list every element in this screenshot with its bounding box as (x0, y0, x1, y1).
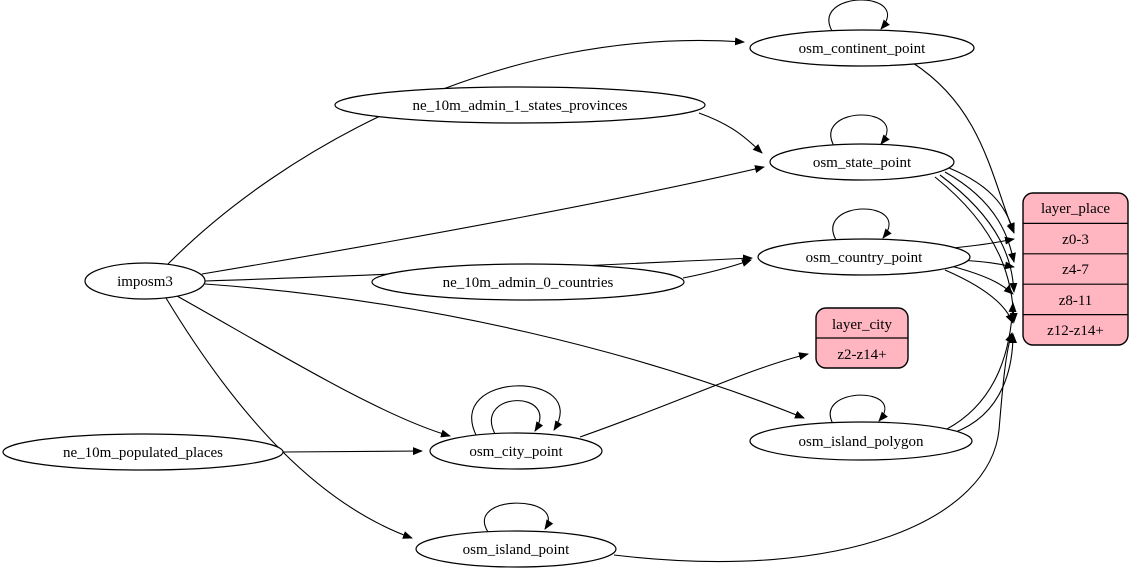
node-osm_continent_point: osm_continent_point (749, 29, 975, 67)
node-layer_place: layer_place z0-3 z4-7 z8-11 z12-z14+ (1022, 192, 1129, 346)
edge-ne_10m_admin_0_countries-osm_country_point (682, 259, 752, 279)
node-osm_island_polygon-label: osm_island_polygon (798, 434, 924, 450)
node-osm_state_point-shape (769, 143, 955, 181)
edge-osm_island_polygon-self (829, 394, 888, 425)
node-osm_island_polygon: osm_island_polygon (749, 421, 973, 461)
edge-ne_10m_populated_places-osm_city_point (282, 447, 423, 456)
node-osm_city_point-shape (429, 432, 603, 470)
edge-group (165, 0, 1018, 562)
edge-osm_city_point-layer_city-z2 (579, 352, 809, 438)
node-layer_place-row-z4_7: z4-7 (1062, 262, 1089, 278)
edge-osm_island_point-layer_place-z12_z14 (613, 332, 1013, 562)
node-layer_city-title: layer_city (832, 317, 892, 333)
node-ne_10m_populated_places-label: ne_10m_populated_places (63, 445, 223, 461)
node-osm_continent_point-label: osm_continent_point (799, 41, 926, 57)
node-osm_continent_point-shape (749, 29, 975, 67)
node-osm_state_point: osm_state_point (769, 143, 955, 181)
node-layer_place-row-z0_3: z0-3 (1062, 232, 1089, 248)
node-ne_10m_populated_places: ne_10m_populated_places (2, 433, 284, 471)
node-osm_country_point-label: osm_country_point (806, 250, 923, 266)
edge-imposm3-osm_state_point (201, 165, 765, 275)
node-ne_10m_admin_0_countries-label: ne_10m_admin_0_countries (443, 275, 614, 291)
edge-imposm3-osm_island_polygon (204, 283, 805, 419)
edge-imposm3-osm_city_point (176, 295, 451, 438)
edge-osm_city_point-self-inner (491, 400, 544, 435)
node-osm_island_point-shape (415, 530, 617, 568)
edge-osm_country_point-layer_place-z8_11 (950, 265, 1014, 295)
node-layer_city-row-z2: z2-z14+ (837, 347, 886, 363)
node-ne_10m_admin_1_states_provinces-label: ne_10m_admin_1_states_provinces (413, 98, 628, 114)
node-ne_10m_admin_0_countries-shape (371, 263, 685, 301)
node-ne_10m_admin_1_states_provinces: ne_10m_admin_1_states_provinces (334, 86, 706, 124)
node-osm_state_point-label: osm_state_point (813, 155, 912, 171)
node-layer_city: layer_city z2-z14+ (815, 307, 909, 369)
edge-osm_continent_point-self (828, 0, 890, 32)
node-osm_country_point-shape (757, 238, 971, 276)
edge-osm_island_point-self (484, 502, 554, 533)
node-osm_island_polygon-shape (749, 421, 973, 461)
node-imposm3: imposm3 (84, 262, 206, 300)
edge-osm_island_polygon-layer_place-z8_11 (946, 302, 1017, 430)
node-osm_country_point: osm_country_point (757, 238, 971, 276)
node-osm_island_point: osm_island_point (415, 530, 617, 568)
edge-osm_island_polygon-layer_place-z12_z14 (952, 333, 1017, 434)
edge-osm_state_point-layer_place-z4_7 (944, 171, 1016, 263)
edge-osm_country_point-layer_place-z0_3 (952, 236, 1015, 249)
node-layer_place-row-z12_z14: z12-z14+ (1047, 323, 1104, 339)
edge-imposm3-osm_island_point (165, 297, 413, 539)
node-imposm3-label: imposm3 (117, 274, 173, 290)
node-ne_10m_admin_1_states_provinces-shape (334, 86, 706, 124)
node-imposm3-shape (84, 262, 206, 300)
edge-osm_country_point-layer_place-z12_z14 (944, 269, 1014, 324)
edge-osm_state_point-self (830, 114, 890, 147)
node-osm_city_point: osm_city_point (429, 432, 603, 470)
node-layer_place-row-z8_11: z8-11 (1059, 293, 1093, 309)
edge-imposm3-osm_continent_point (166, 37, 745, 266)
node-ne_10m_populated_places-shape (2, 433, 284, 471)
edge-osm_state_point-layer_place-z8_11 (939, 174, 1018, 293)
node-ne_10m_admin_0_countries: ne_10m_admin_0_countries (371, 263, 685, 301)
edge-osm_city_point-self-outer (471, 385, 563, 438)
edge-osm_state_point-layer_place-z0_3 (948, 167, 1015, 233)
edge-ne_10m_admin_1_states_provinces-osm_state_point (698, 112, 763, 154)
edge-osm_country_point-self (832, 208, 892, 241)
edge-osm_continent_point-layer_place-z0_3 (912, 62, 1015, 234)
node-osm_city_point-label: osm_city_point (469, 444, 563, 460)
node-layer_place-shape (1022, 192, 1129, 346)
node-osm_island_point-label: osm_island_point (463, 542, 571, 558)
node-layer_place-title: layer_place (1041, 201, 1110, 217)
